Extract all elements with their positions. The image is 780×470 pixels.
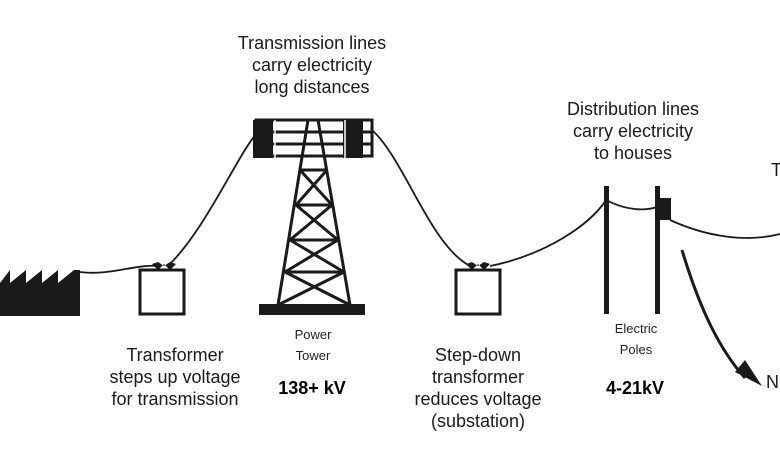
step-down-transformer-label: Step-down transformer reduces voltage (s… — [414, 345, 542, 431]
pole-to-house-wire — [669, 219, 780, 239]
plant-to-transformer-wire — [79, 264, 159, 274]
cutoff-label-top: T — [771, 160, 780, 180]
substation-to-pole-wire — [489, 199, 607, 267]
cutoff-label-bottom: N — [766, 372, 779, 392]
electric-poles-label: Electric Poles — [614, 321, 658, 357]
low-voltage-label: 4-21kV — [605, 378, 665, 398]
power-tower-label: Power Tower — [294, 327, 332, 363]
transmission-lines-label: Transmission lines carry electricity lon… — [237, 33, 387, 97]
distribution-lines-label: Distribution lines carry electricity to … — [566, 99, 700, 163]
high-voltage-label: 138+ kV — [278, 378, 346, 398]
power-plant-icon — [0, 270, 80, 316]
transformer-icon — [138, 262, 186, 316]
power-lines — [79, 129, 780, 274]
arrow-icon — [680, 249, 762, 386]
transmission-tower-icon — [253, 118, 374, 315]
transformer-to-tower-wire — [167, 133, 257, 267]
tower-to-substation-wire — [371, 129, 471, 267]
pole-to-pole-wire — [605, 199, 661, 211]
utility-pole-icon — [604, 186, 671, 314]
step-up-transformer-label: Transformer steps up voltage for transmi… — [109, 345, 241, 409]
substation-transformer-icon — [454, 262, 502, 316]
